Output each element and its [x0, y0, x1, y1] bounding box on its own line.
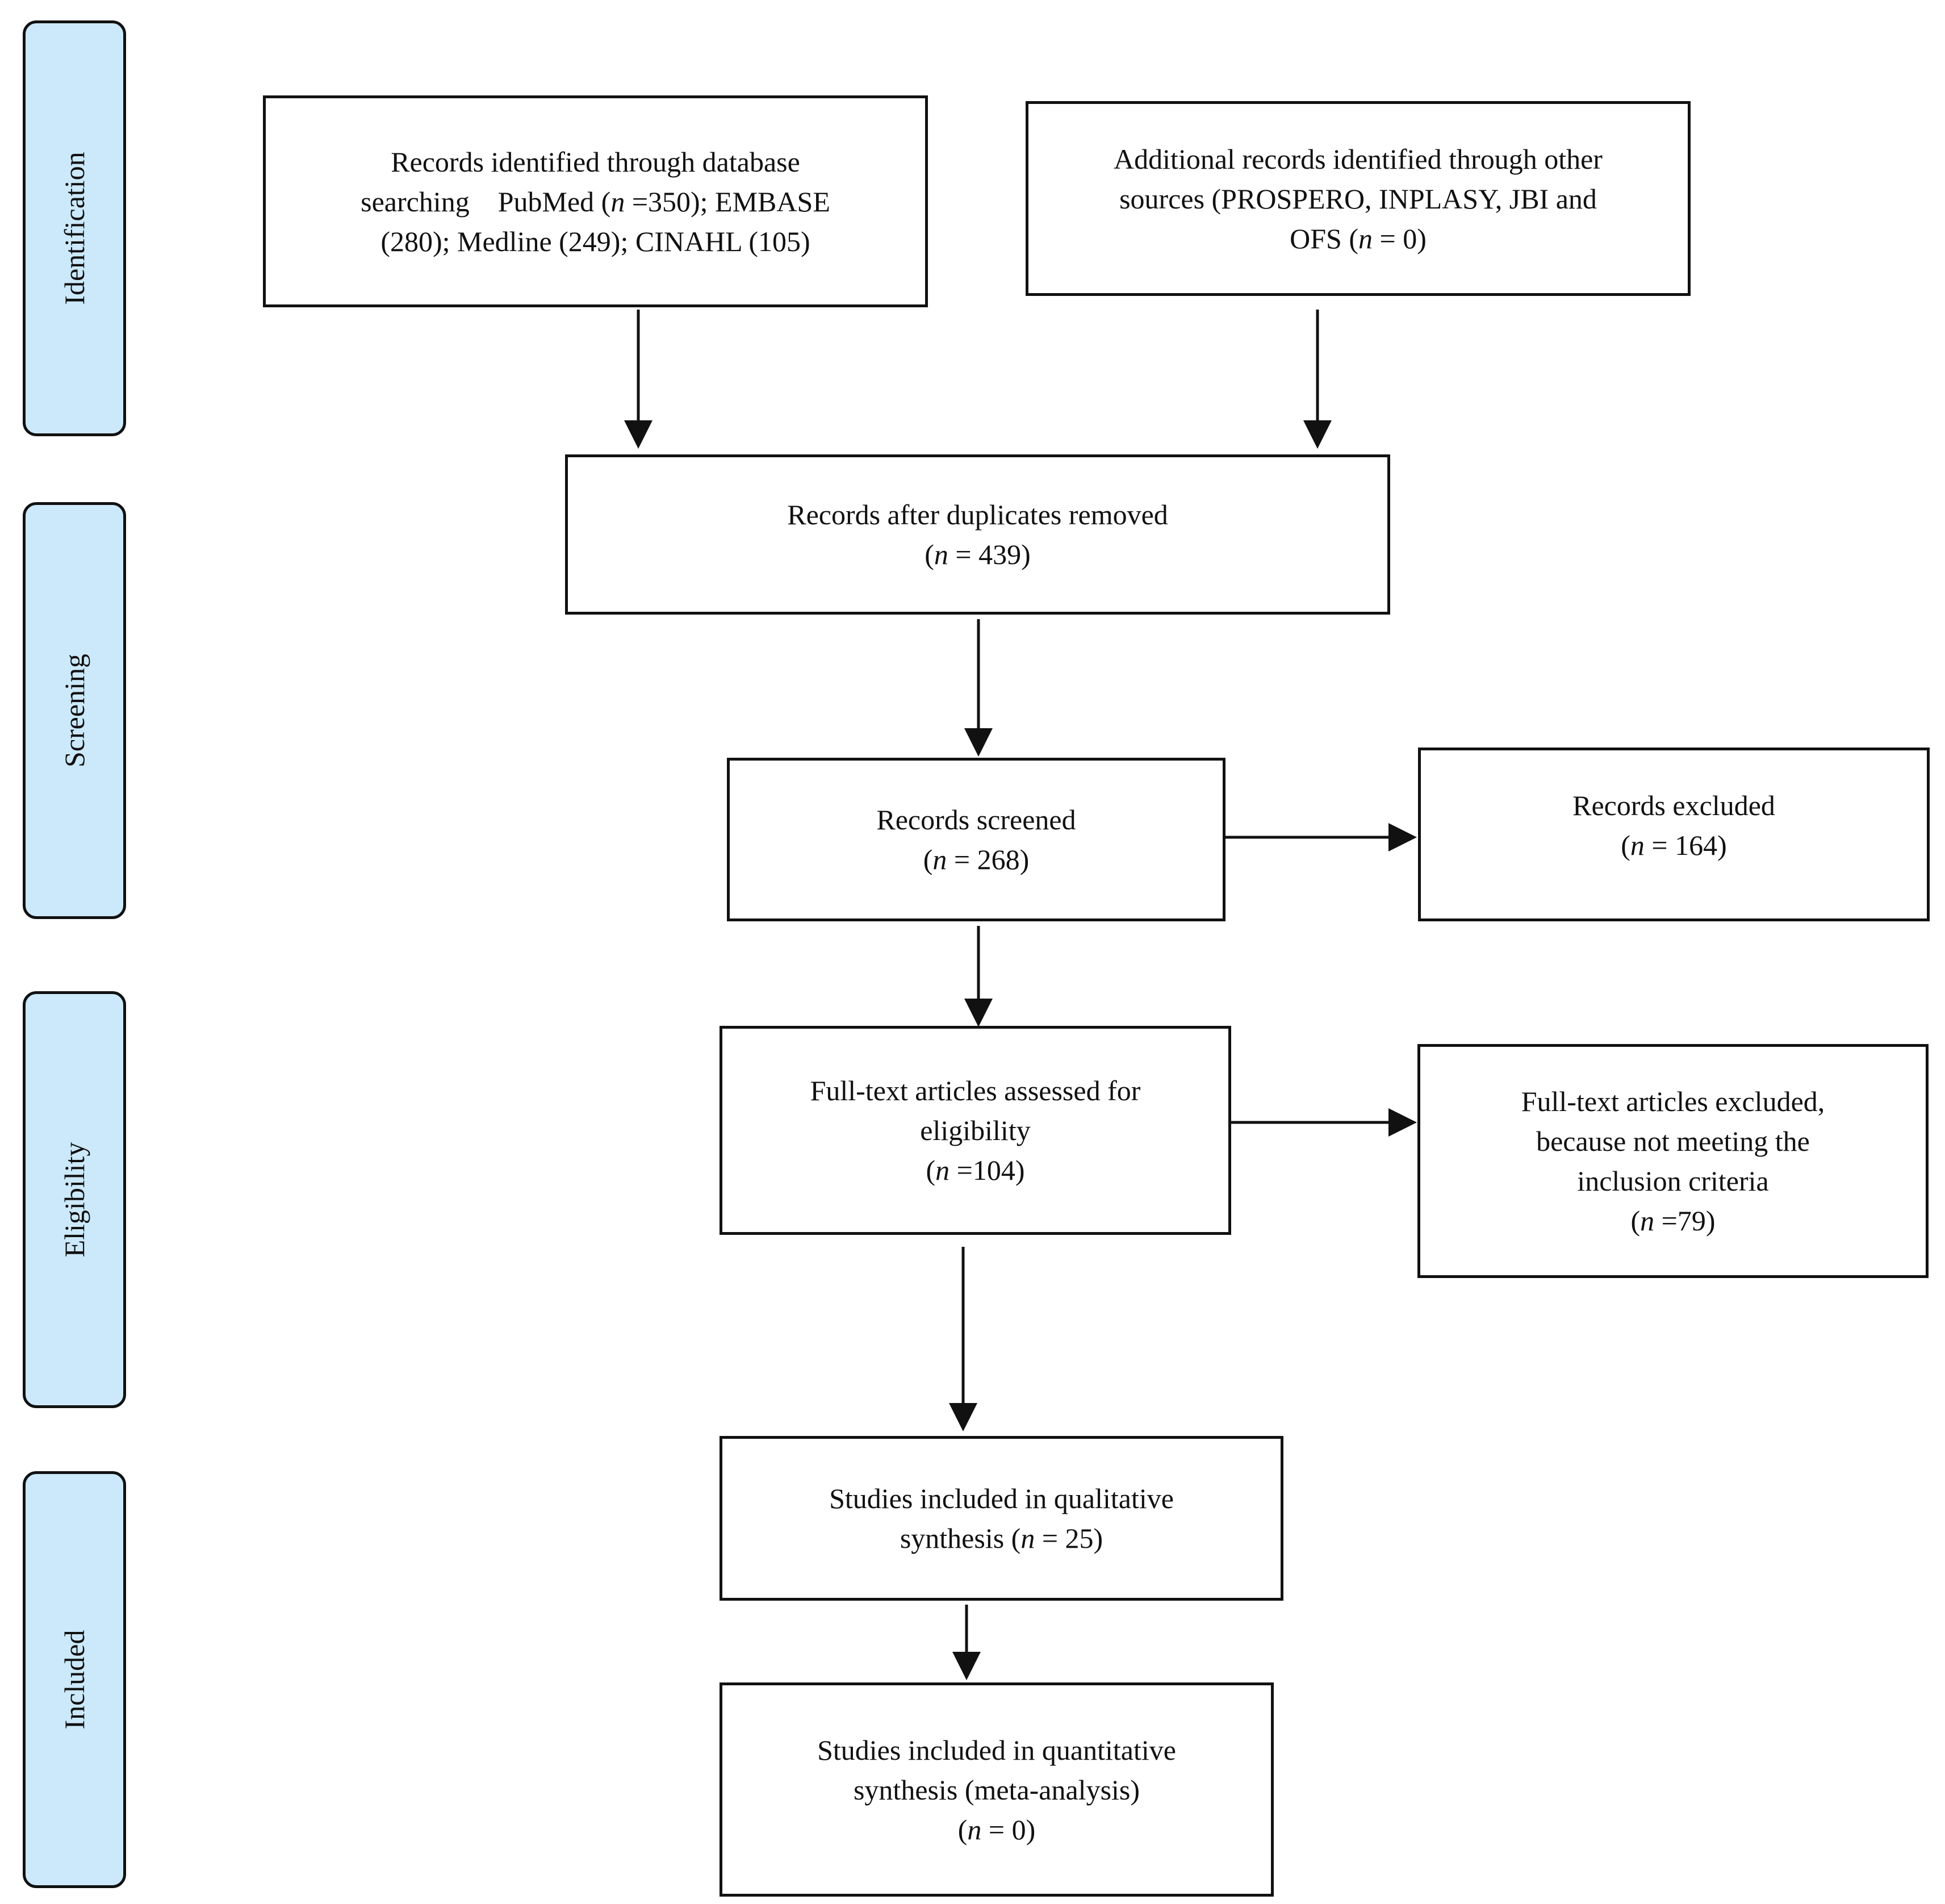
fulltext-excluded-count: (n =79): [1630, 1205, 1716, 1237]
duplicates-line-1: Records after duplicates removed: [787, 499, 1168, 531]
quantitative-line-1: Studies included in quantitative: [817, 1734, 1176, 1766]
box-records-screened: Records screened (n = 268): [727, 758, 1225, 921]
phase-included: Included: [23, 1471, 126, 1888]
quantitative-line-2: synthesis (meta-analysis): [853, 1773, 1140, 1806]
screened-count: (n = 268): [923, 844, 1030, 875]
box-additional-records: Additional records identified through ot…: [1026, 101, 1691, 296]
arrow-fulltext-to-fulltext-excluded: [1231, 1108, 1417, 1137]
excluded-count: (n = 164): [1621, 829, 1727, 861]
screened-line-1: Records screened: [876, 804, 1076, 836]
fulltext-excluded-line-2: because not meeting the: [1536, 1125, 1810, 1157]
phase-identification: Identification: [23, 20, 126, 436]
arrow-fulltext-to-qualitative: [949, 1247, 977, 1431]
fulltext-line-1: Full-text articles assessed for: [810, 1075, 1141, 1107]
duplicates-count: (n = 439): [925, 538, 1031, 570]
phase-identification-label: Identification: [58, 152, 90, 305]
box-records-excluded: Records excluded (n = 164): [1418, 748, 1930, 921]
arrow-duplicates-to-screened: [964, 619, 993, 757]
box-duplicates-removed: Records after duplicates removed (n = 43…: [565, 454, 1390, 615]
box-fulltext-assessed: Full-text articles assessed for eligibil…: [720, 1026, 1231, 1235]
quantitative-count: (n = 0): [957, 1813, 1036, 1845]
phase-screening-label: Screening: [58, 654, 90, 767]
arrow-other-to-duplicates: [1303, 310, 1332, 449]
other-line-3: OFS (n = 0): [1290, 222, 1427, 254]
arrow-qualitative-to-quantitative: [952, 1605, 981, 1680]
fulltext-excluded-line-1: Full-text articles excluded,: [1521, 1085, 1825, 1117]
arrow-screened-to-excluded: [1225, 823, 1417, 851]
phase-eligibility-label: Eligibility: [58, 1142, 90, 1258]
phase-eligibility: Eligibility: [23, 991, 126, 1408]
excluded-line-1: Records excluded: [1572, 790, 1775, 821]
fulltext-excluded-line-3: inclusion criteria: [1577, 1165, 1769, 1197]
phase-included-label: Included: [58, 1630, 90, 1730]
arrow-screened-to-fulltext: [964, 926, 993, 1027]
qualitative-line-2: synthesis (n = 25): [900, 1522, 1103, 1554]
box-fulltext-excluded: Full-text articles excluded, because not…: [1417, 1044, 1929, 1278]
database-line-1: Records identified through database: [391, 145, 800, 178]
database-line-3: (280); Medline (249); CINAHL (105): [380, 225, 810, 257]
fulltext-count: (n =104): [926, 1154, 1025, 1186]
database-line-2: searching PubMed (n =350); EMBASE: [361, 185, 830, 218]
other-line-2: sources (PROSPERO, INPLASY, JBI and: [1119, 182, 1597, 215]
fulltext-line-2: eligibility: [920, 1114, 1031, 1146]
phase-screening: Screening: [23, 502, 126, 919]
box-records-database-searching: Records identified through database sear…: [263, 95, 928, 307]
arrow-database-to-duplicates: [624, 310, 652, 449]
other-line-1: Additional records identified through ot…: [1114, 143, 1603, 175]
box-qualitative-synthesis: Studies included in qualitative synthesi…: [720, 1436, 1283, 1601]
qualitative-line-1: Studies included in qualitative: [829, 1483, 1174, 1514]
box-quantitative-synthesis: Studies included in quantitative synthes…: [720, 1682, 1274, 1897]
